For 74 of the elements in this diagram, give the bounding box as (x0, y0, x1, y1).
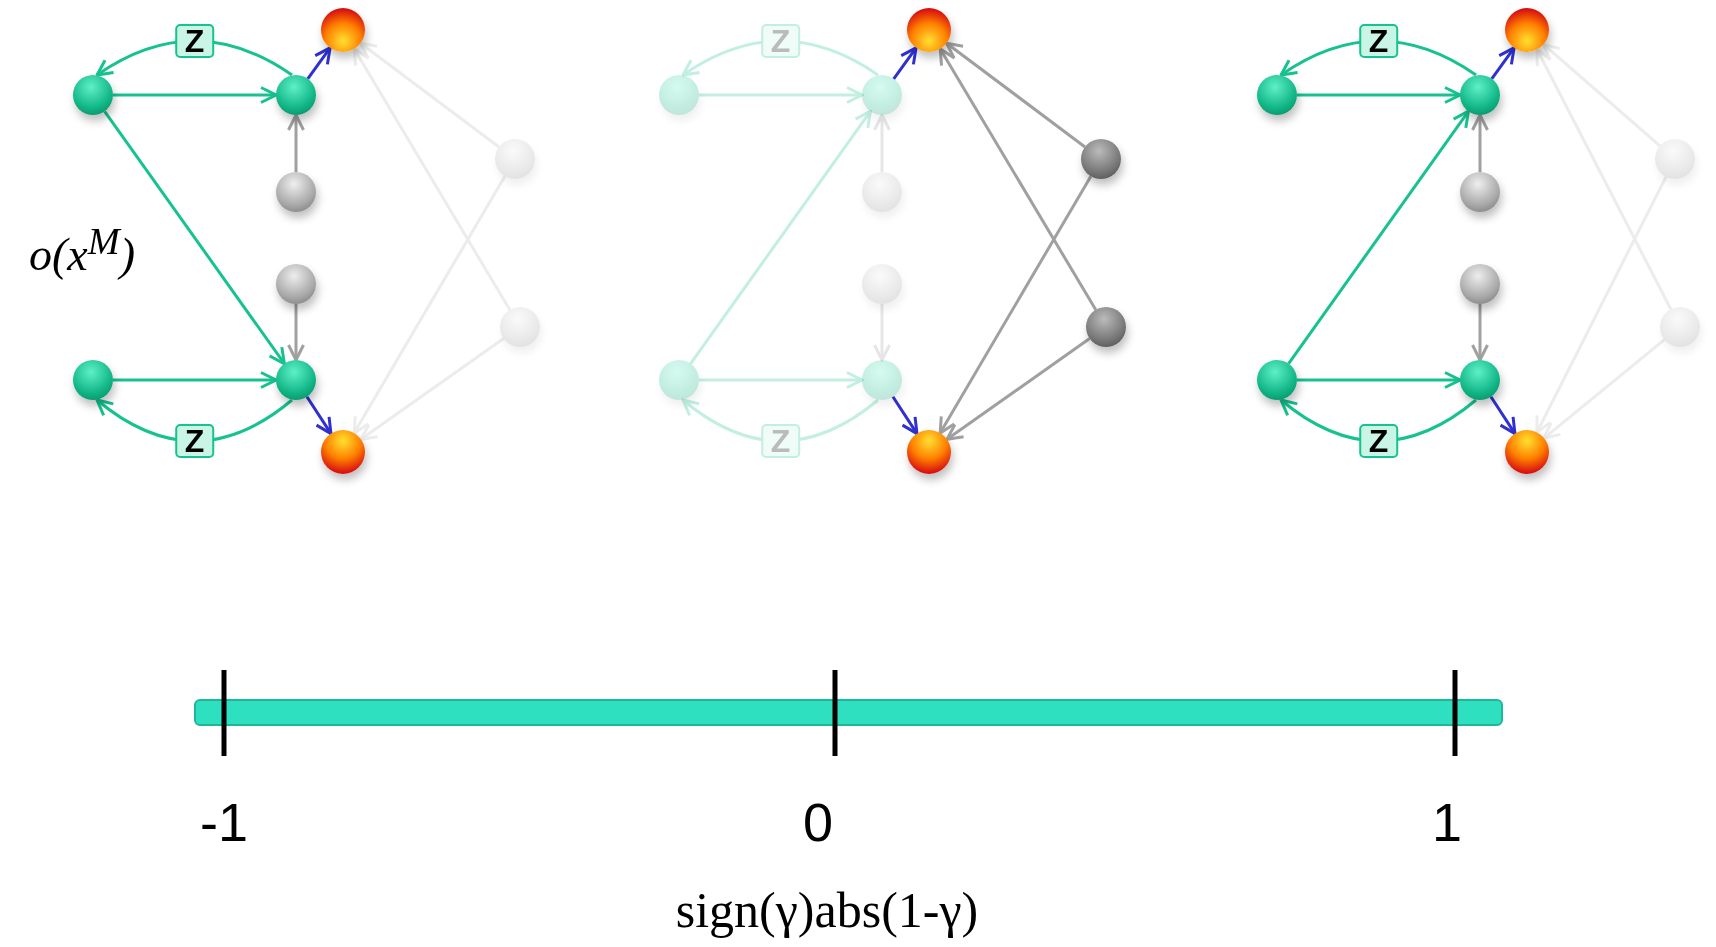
network-node (276, 360, 316, 400)
arrow (699, 86, 864, 104)
output-sphere (907, 430, 951, 474)
network-node (1660, 307, 1700, 347)
tick-label: -1 (200, 791, 248, 853)
arrow (938, 175, 1093, 435)
output-sphere (907, 8, 951, 52)
arrow (1297, 86, 1462, 104)
arrow (938, 47, 1098, 311)
arrow (1542, 338, 1666, 440)
axis-label: sign(γ)abs(1-γ) (675, 881, 979, 939)
edge-label: Z (1358, 424, 1399, 458)
arrow (1542, 42, 1661, 147)
arrow (689, 109, 872, 365)
arrow (352, 47, 512, 311)
arrow (113, 371, 278, 389)
network-node (659, 360, 699, 400)
network-node (659, 75, 699, 115)
network-node (1655, 139, 1695, 179)
network-node (862, 172, 902, 212)
arrow (1471, 304, 1489, 362)
arrow (352, 175, 507, 435)
network-node (1460, 172, 1500, 212)
edge-label: Z (174, 24, 215, 58)
arrow (945, 337, 1091, 441)
arrow (103, 110, 286, 366)
network-node (862, 360, 902, 400)
network-node (276, 75, 316, 115)
network-node (276, 172, 316, 212)
network-node (1257, 360, 1297, 400)
arrow (1535, 48, 1673, 310)
output-sphere (321, 8, 365, 52)
edge-label: Z (760, 24, 801, 58)
network-node (1086, 307, 1126, 347)
arrow (359, 337, 505, 441)
arrow (305, 395, 333, 436)
arrow (873, 304, 891, 362)
arrow (873, 113, 891, 172)
arrow (287, 113, 305, 172)
arrow (1490, 46, 1516, 80)
network-node (1460, 360, 1500, 400)
edge-label: Z (174, 424, 215, 458)
edge-label: Z (1358, 24, 1399, 58)
output-sphere (1505, 8, 1549, 52)
network-node (73, 75, 113, 115)
arrow (113, 86, 278, 104)
network-node (1460, 264, 1500, 304)
arrow (287, 304, 305, 362)
arrow (1489, 395, 1517, 436)
network-node (1257, 75, 1297, 115)
arrow (699, 371, 864, 389)
output-sphere (321, 430, 365, 474)
network-node (276, 264, 316, 304)
arrow (306, 46, 332, 80)
edge-label: Z (760, 424, 801, 458)
tick-label: 1 (1432, 791, 1462, 853)
arrow (1287, 109, 1470, 365)
arrow (892, 46, 918, 80)
network-node (1081, 139, 1121, 179)
arrow (891, 395, 919, 436)
network-node (73, 360, 113, 400)
network-node (500, 307, 540, 347)
tick-label: 0 (803, 791, 833, 853)
arrow (1471, 113, 1489, 172)
output-sphere (1505, 430, 1549, 474)
network-node (495, 139, 535, 179)
arrow (1297, 371, 1462, 389)
arrow (1535, 176, 1668, 434)
formula-label: o(x$^{M}$) (29, 218, 135, 282)
arrow (945, 41, 1086, 149)
network-node (1460, 75, 1500, 115)
network-node (862, 264, 902, 304)
arrow (359, 41, 500, 149)
network-node (862, 75, 902, 115)
